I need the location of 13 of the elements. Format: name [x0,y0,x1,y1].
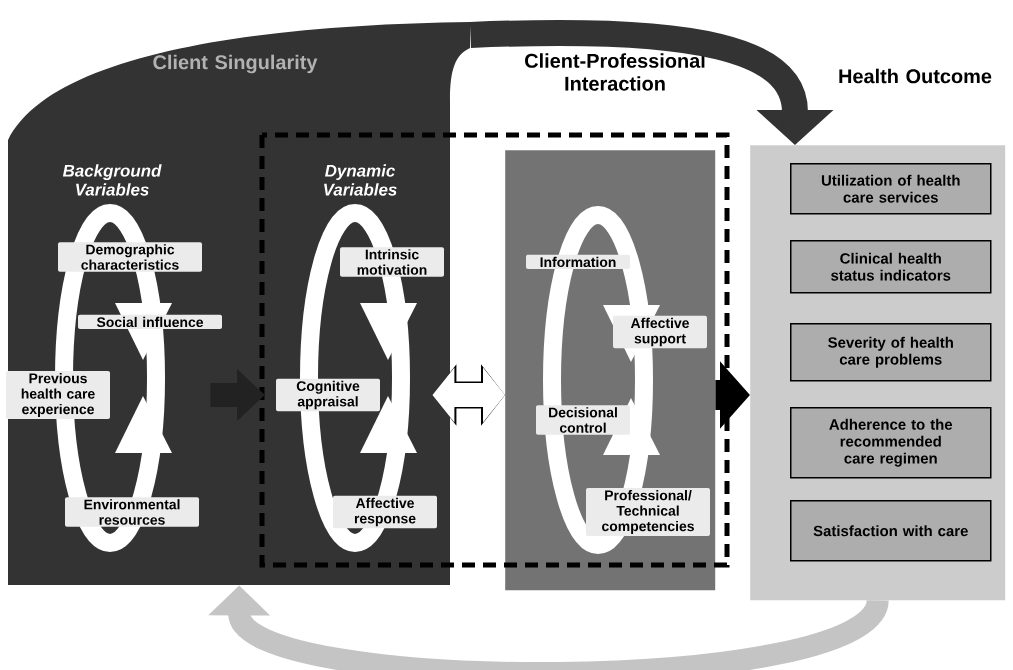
panel-heading: Client-Professional Interaction [525,53,705,91]
outcome-box: Satisfaction with care [790,500,992,562]
column-heading: Background Variables [62,164,162,196]
outcome-box: Severity of health care problems [790,323,992,382]
column-heading: Dynamic Variables [324,164,397,196]
panel-title: Client Singularity [153,54,318,74]
panel-heading: Health Outcome [839,68,992,84]
outcome-box: Clinical health status indicators [790,240,992,294]
item-label: Decisional control [536,405,630,435]
item-label: Professional/ Technical competencies [586,488,710,536]
outcome-box: Utilization of health care services [790,163,992,215]
item-label: Affective support [613,315,707,349]
outcome-box: Adherence to the recommended care regimen [790,407,992,479]
